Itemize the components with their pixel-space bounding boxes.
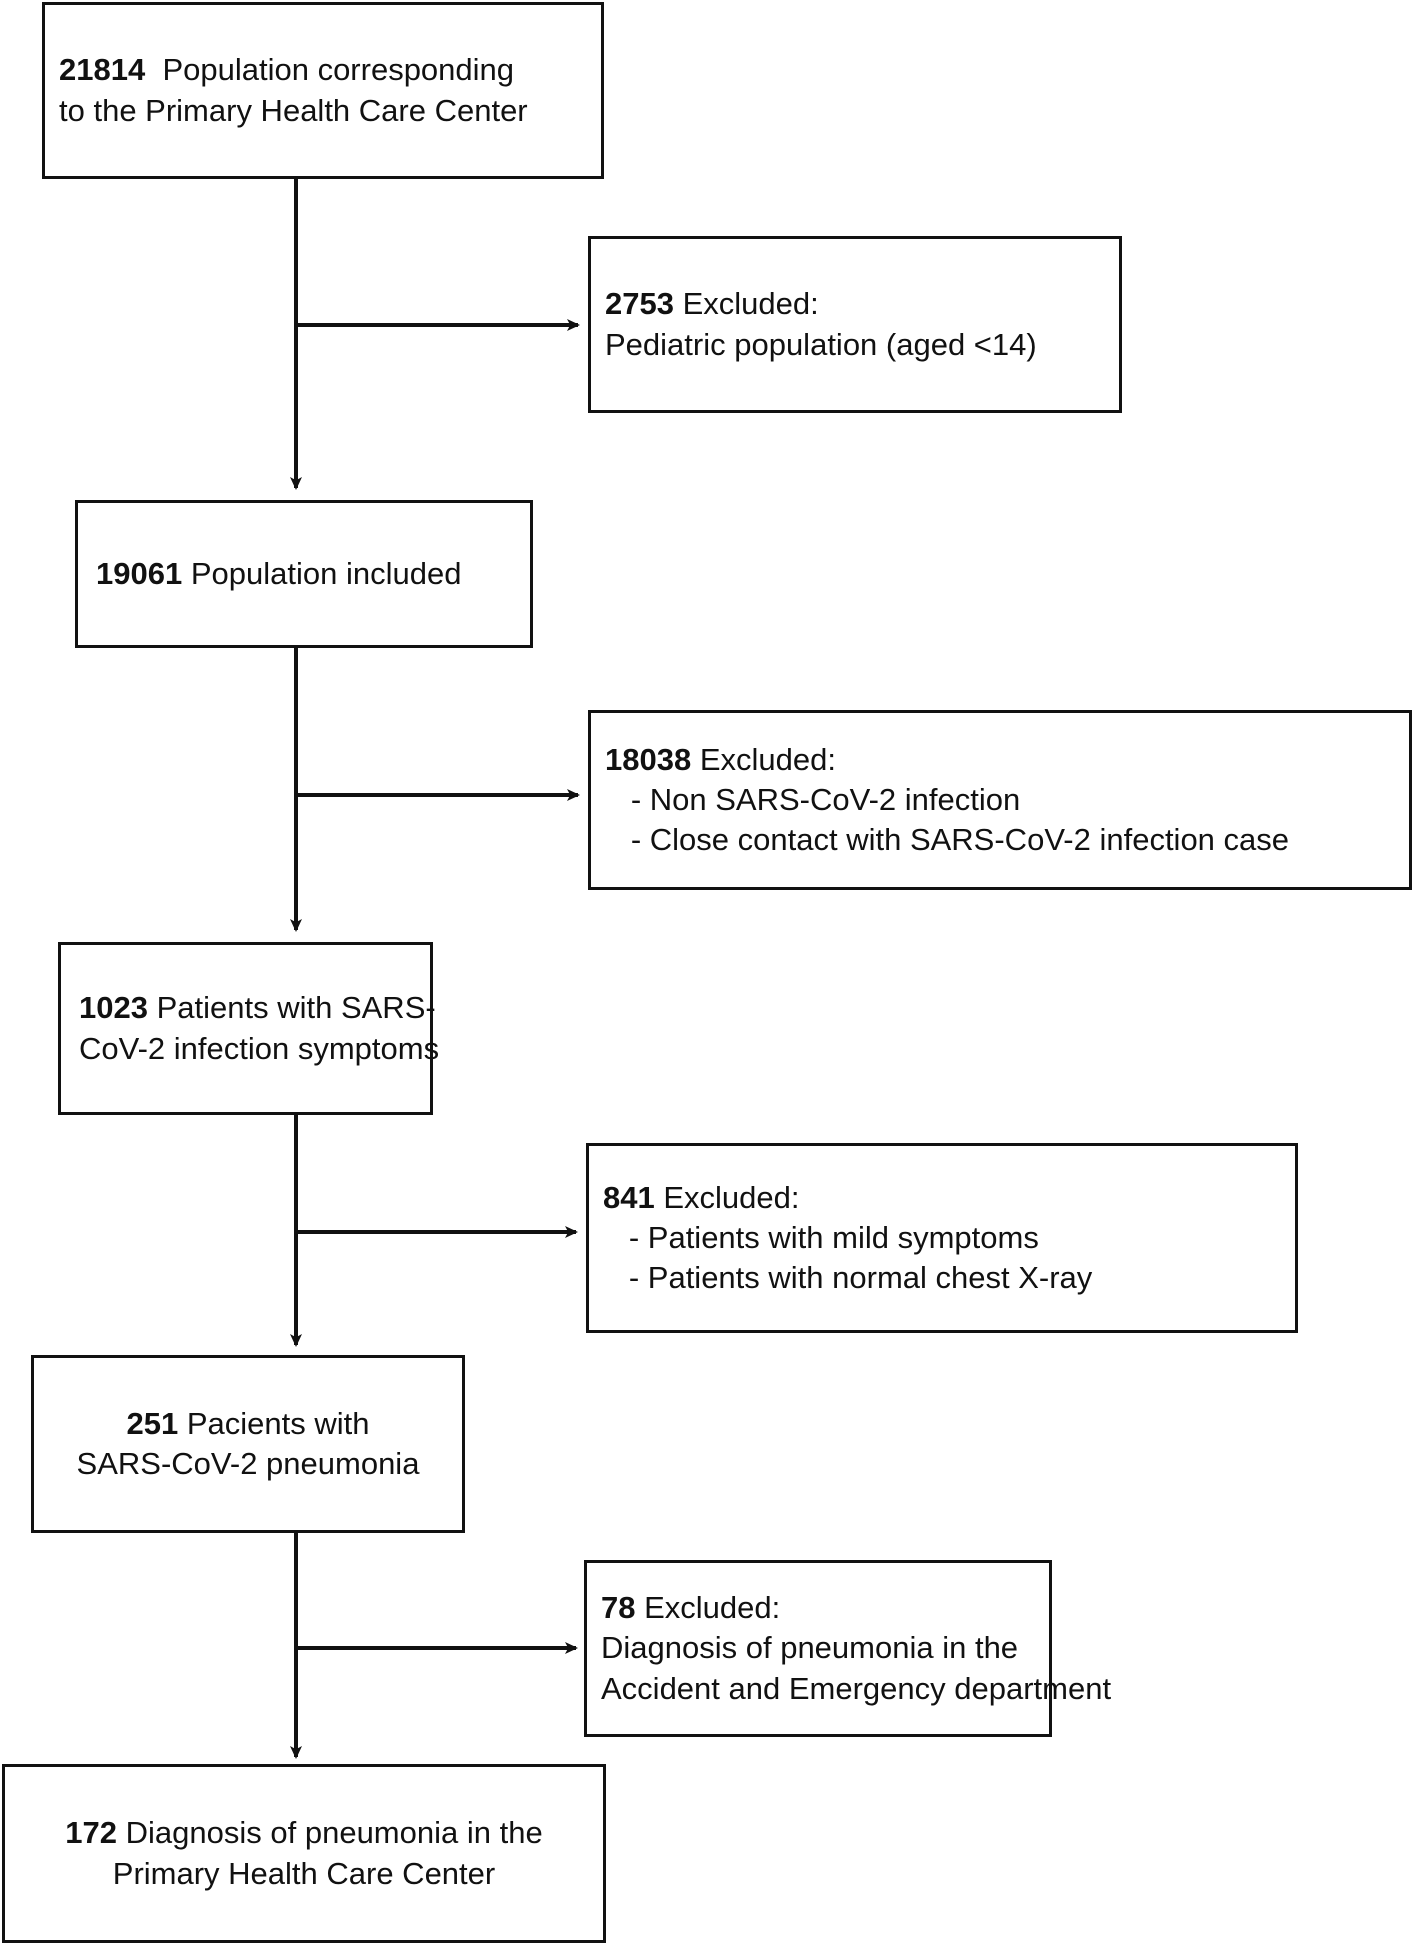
node-text: - Patients with mild symptoms [603, 1219, 1039, 1255]
node-text: Pacients with [178, 1405, 370, 1441]
node-line: - Close contact with SARS-CoV-2 infectio… [591, 820, 1409, 860]
node-text: SARS-CoV-2 pneumonia [76, 1446, 420, 1481]
node-text: Population included [182, 555, 462, 591]
node-line: CoV-2 infection symptoms [61, 1029, 439, 1069]
node-line: Accident and Emergency department [587, 1669, 1111, 1709]
node-diagnosis-phcc: 172 Diagnosis of pneumonia in the Primar… [2, 1764, 606, 1943]
node-count: 841 [603, 1179, 655, 1215]
node-line: 21814 Population corresponding [45, 50, 601, 90]
node-line: Diagnosis of pneumonia in the [587, 1628, 1049, 1668]
node-count: 251 [126, 1405, 179, 1441]
node-line: - Patients with mild symptoms [589, 1218, 1295, 1258]
node-line: 78 Excluded: [587, 1588, 1049, 1628]
node-count: 78 [601, 1590, 636, 1626]
node-text: - Close contact with SARS-CoV-2 infectio… [605, 822, 1290, 858]
node-excluded-mild: 841 Excluded: - Patients with mild sympt… [586, 1143, 1298, 1333]
node-excluded-ae-department: 78 Excluded: Diagnosis of pneumonia in t… [584, 1560, 1111, 1737]
node-text: Diagnosis of pneumonia in the [601, 1630, 1019, 1666]
node-line: SARS-CoV-2 pneumonia [77, 1444, 420, 1484]
node-line: 251 Pacients with [127, 1404, 370, 1444]
node-count: 18038 [605, 741, 692, 777]
node-text: Excluded: [673, 286, 819, 322]
node-pacients-pneumonia: 251 Pacients with SARS-CoV-2 pneumonia [31, 1355, 465, 1533]
node-count: 1023 [79, 990, 148, 1026]
node-text: Population corresponding [145, 52, 515, 88]
node-text: to the Primary Health Care Center [59, 92, 528, 128]
node-excluded-non-sars: 18038 Excluded: - Non SARS-CoV-2 infecti… [588, 710, 1412, 890]
node-line: Pediatric population (aged <14) [591, 325, 1119, 365]
node-text: - Patients with normal chest X-ray [603, 1260, 1093, 1296]
node-line: 2753 Excluded: [591, 284, 1119, 324]
node-line: - Patients with normal chest X-ray [589, 1258, 1295, 1298]
node-excluded-pediatric: 2753 Excluded: Pediatric population (age… [588, 236, 1122, 413]
node-count: 2753 [605, 286, 674, 322]
node-text: Excluded: [691, 741, 836, 777]
node-count: 172 [65, 1815, 118, 1851]
node-text: CoV-2 infection symptoms [79, 1030, 440, 1066]
node-line: to the Primary Health Care Center [45, 91, 601, 131]
node-count: 19061 [96, 555, 183, 591]
node-line: Primary Health Care Center [113, 1854, 495, 1894]
node-text: Primary Health Care Center [112, 1855, 496, 1891]
node-line: 19061 Population included [78, 554, 530, 594]
node-text: Accident and Emergency department [601, 1670, 1112, 1706]
node-count: 21814 [59, 52, 146, 88]
node-line: 1023 Patients with SARS- [61, 988, 436, 1028]
node-text: Excluded: [654, 1179, 800, 1215]
node-line: 172 Diagnosis of pneumonia in the [65, 1813, 542, 1853]
node-line: - Non SARS-CoV-2 infection [591, 780, 1409, 820]
node-text: Excluded: [635, 1590, 781, 1626]
node-line: 18038 Excluded: [591, 740, 1409, 780]
node-text: Pediatric population (aged <14) [605, 326, 1037, 362]
node-text: Diagnosis of pneumonia in the [117, 1815, 543, 1851]
node-text: Patients with SARS- [147, 990, 436, 1026]
node-text: - Non SARS-CoV-2 infection [605, 781, 1021, 817]
node-line: 841 Excluded: [589, 1178, 1295, 1218]
node-patients-symptoms: 1023 Patients with SARS- CoV-2 infection… [58, 942, 439, 1115]
node-population-included: 19061 Population included [75, 500, 533, 648]
node-population-corresponding: 21814 Population corresponding to the Pr… [42, 2, 604, 179]
